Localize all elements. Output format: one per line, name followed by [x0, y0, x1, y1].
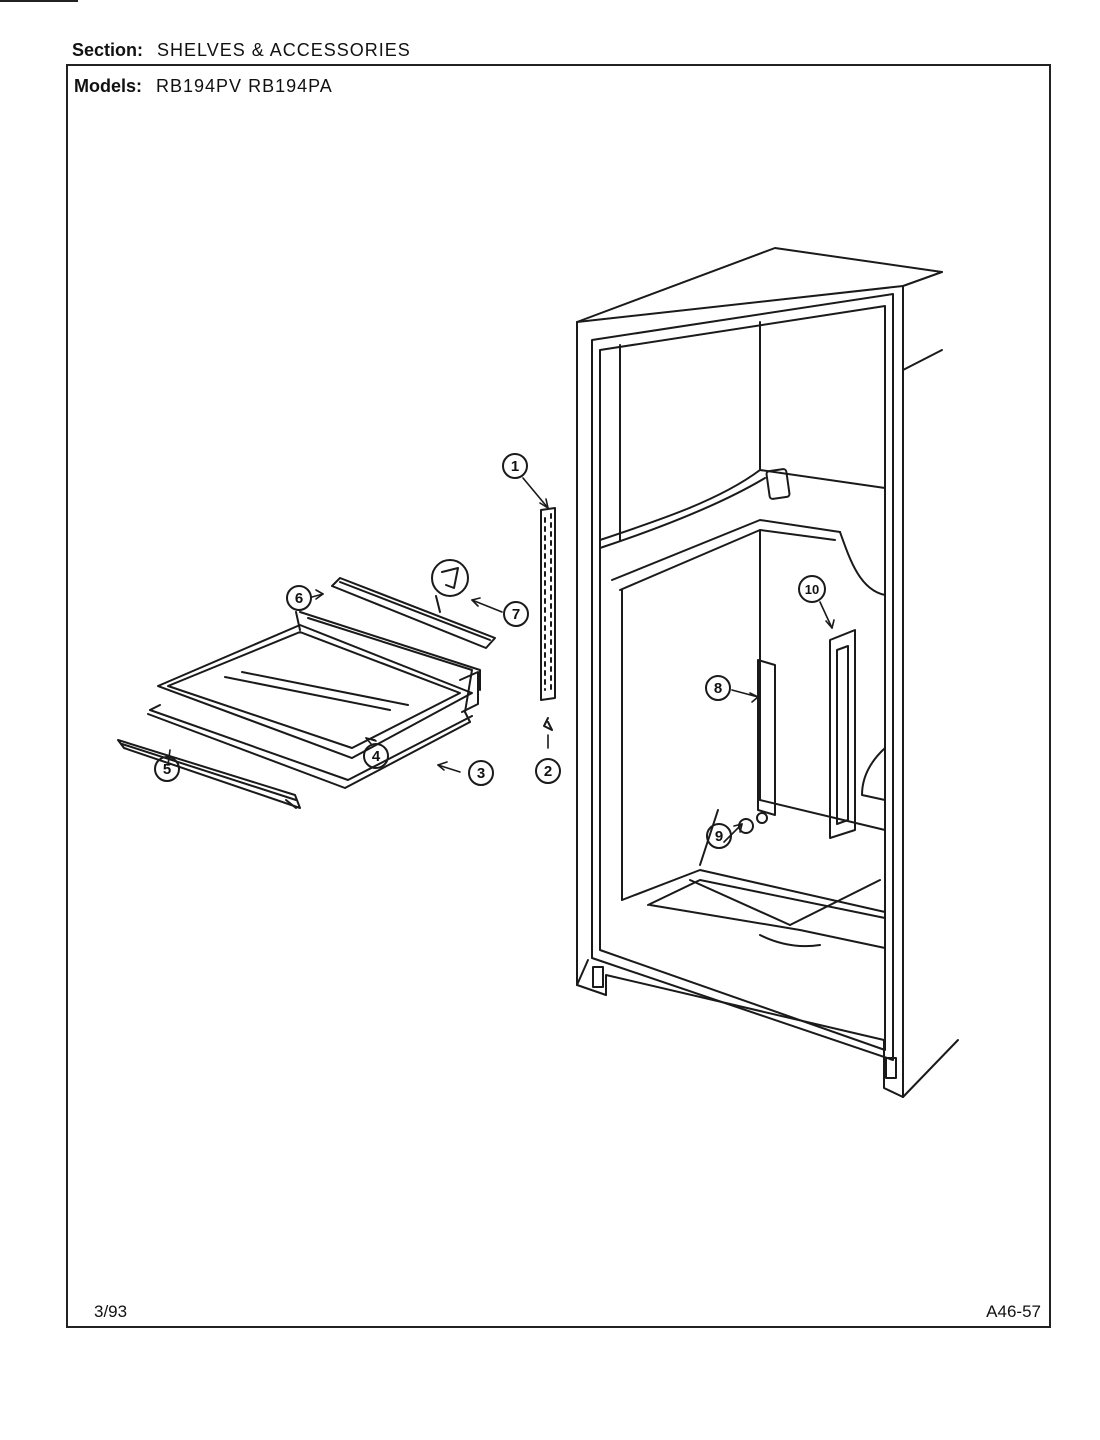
svg-text:1: 1 — [511, 458, 519, 475]
callout-1: 1 — [502, 453, 528, 479]
callout-7: 7 — [503, 601, 529, 627]
svg-text:2: 2 — [544, 763, 552, 780]
svg-text:4: 4 — [372, 748, 381, 765]
svg-text:10: 10 — [805, 582, 819, 597]
top-rule — [0, 0, 78, 2]
callout-leaders — [167, 477, 835, 843]
callout-9: 9 — [706, 823, 732, 849]
refrigerator-cabinet — [576, 247, 959, 1098]
footer-page-code: A46-57 — [986, 1302, 1041, 1321]
svg-text:8: 8 — [714, 680, 722, 697]
shelf-assembly — [117, 577, 496, 809]
callout-8: 8 — [705, 675, 731, 701]
callout-4: 4 — [363, 743, 389, 769]
svg-text:9: 9 — [715, 828, 723, 845]
section-value: SHELVES & ACCESSORIES — [157, 40, 411, 60]
shelf-ladder — [540, 507, 556, 731]
svg-text:5: 5 — [163, 761, 171, 778]
detail-magnifier-icon — [431, 559, 469, 613]
callout-3: 3 — [468, 760, 494, 786]
models-value: RB194PV RB194PA — [156, 76, 333, 96]
section-header: Section: SHELVES & ACCESSORIES — [72, 40, 411, 61]
svg-text:7: 7 — [512, 606, 520, 623]
diagram-frame: Models: RB194PV RB194PA 3/93 A46-57 — [66, 64, 1051, 1328]
callout-2: 2 — [535, 758, 561, 784]
section-label: Section: — [72, 40, 144, 60]
models-header: Models: RB194PV RB194PA — [74, 76, 333, 97]
svg-text:3: 3 — [477, 765, 485, 782]
footer-date: 3/93 — [94, 1302, 128, 1321]
svg-text:6: 6 — [295, 590, 303, 607]
callout-6: 6 — [286, 585, 312, 611]
callout-5: 5 — [154, 756, 180, 782]
models-label: Models: — [74, 76, 143, 96]
callout-10: 10 — [798, 575, 826, 603]
